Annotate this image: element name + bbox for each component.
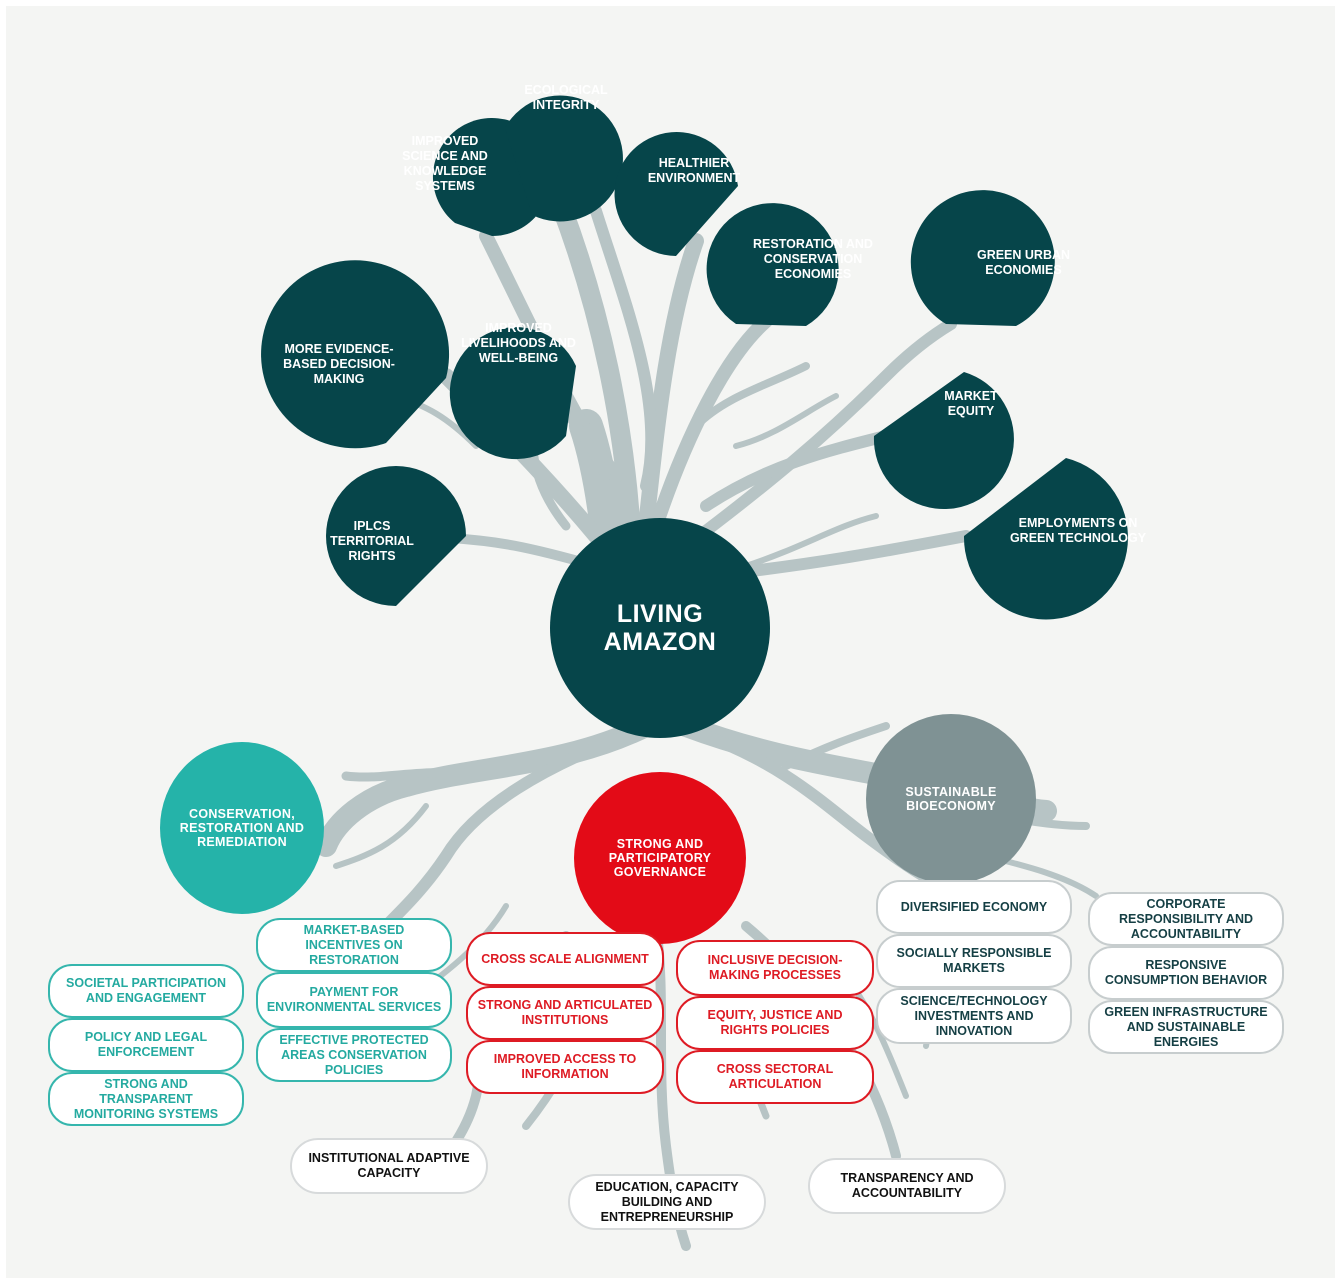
outcome-label-healthier-environment: HEALTHIER ENVIRONMENT — [647, 156, 741, 185]
outcome-label-restoration-economies: RESTORATION AND CONSERVATION ECONOMIES — [753, 236, 873, 281]
bioeconomy-item: DIVERSIFIED ECONOMY — [876, 880, 1072, 934]
enabler-item: TRANSPARENCY AND ACCOUNTABILITY — [808, 1158, 1006, 1214]
conservation-item: PAYMENT FOR ENVIRONMENTAL SERVICES — [256, 972, 452, 1028]
bioeconomy-item: SCIENCE/TECHNOLOGY INVESTMENTS AND INNOV… — [876, 988, 1072, 1044]
leaf-ecological-shape — [504, 95, 623, 222]
leaf-livelihoods-shape — [449, 327, 576, 460]
pillar-governance: STRONG AND PARTICIPATORY GOVERNANCE — [574, 772, 746, 944]
pillar-conservation: CONSERVATION, RESTORATION AND REMEDIATIO… — [160, 742, 324, 914]
governance-item: EQUITY, JUSTICE AND RIGHTS POLICIES — [676, 996, 874, 1050]
pillar-conservation-label: CONSERVATION, RESTORATION AND REMEDIATIO… — [179, 807, 305, 849]
pillar-bioeconomy: SUSTAINABLE BIOECONOMY — [866, 714, 1036, 884]
diagram-canvas: IMPROVED SCIENCE AND KNOWLEDGE SYSTEMS E… — [6, 6, 1335, 1278]
outcome-label-green-urban: GREEN URBAN ECONOMIES — [976, 248, 1071, 277]
leaf-urban-shape — [910, 190, 1055, 326]
conservation-item: POLICY AND LEGAL ENFORCEMENT — [48, 1018, 244, 1072]
enabler-item: INSTITUTIONAL ADAPTIVE CAPACITY — [290, 1138, 488, 1194]
enabler-item: EDUCATION, CAPACITY BUILDING AND ENTREPR… — [568, 1174, 766, 1230]
governance-item: INCLUSIVE DECISION-MAKING PROCESSES — [676, 940, 874, 996]
leaf-employment-shape — [963, 458, 1128, 620]
outcome-label-livelihoods: IMPROVED LIVELIHOODS AND WELL-BEING — [461, 321, 576, 365]
bioeconomy-item: RESPONSIVE CONSUMPTION BEHAVIOR — [1088, 946, 1284, 1000]
outcome-label-iplc-rights: IPLCs TERRITORIAL RIGHTS — [330, 518, 414, 563]
conservation-item: MARKET-BASED INCENTIVES ON RESTORATION — [256, 918, 452, 972]
conservation-item: SOCIETAL PARTICIPATION AND ENGAGEMENT — [48, 964, 244, 1018]
outcome-label-science: IMPROVED SCIENCE AND KNOWLEDGE SYSTEMS — [402, 134, 488, 193]
conservation-item: EFFECTIVE PROTECTED AREAS CONSERVATION P… — [256, 1028, 452, 1082]
bioeconomy-item: CORPORATE RESPONSIBILITY AND ACCOUNTABIL… — [1088, 892, 1284, 946]
leaf-health-shape — [614, 132, 738, 256]
bioeconomy-item: SOCIALLY RESPONSIBLE MARKETS — [876, 934, 1072, 988]
leaf-evidence-shape — [261, 260, 450, 449]
outcome-label-evidence-based: MORE EVIDENCE-BASED DECISION-MAKING — [283, 341, 395, 386]
leaf-shapes — [261, 95, 1128, 620]
hub-label-line1: LIVING — [616, 600, 704, 628]
outcome-label-green-technology: EMPLOYMENTS ON GREEN TECHNOLOGY — [1009, 516, 1147, 545]
pillar-governance-label: STRONG AND PARTICIPATORY GOVERNANCE — [608, 837, 712, 879]
leaf-iplc-shape — [326, 466, 466, 606]
leaf-equity-shape — [873, 372, 1014, 510]
governance-item: IMPROVED ACCESS TO INFORMATION — [466, 1040, 664, 1094]
governance-item: STRONG AND ARTICULATED INSTITUTIONS — [466, 986, 664, 1040]
outcome-label-market-equity: MARKET EQUITY — [944, 389, 998, 418]
governance-item: CROSS SCALE ALIGNMENT — [466, 932, 664, 986]
hub-label-line2: AMAZON — [603, 628, 717, 656]
pillar-bioeconomy-label: SUSTAINABLE BIOECONOMY — [905, 785, 997, 813]
outcome-label-ecological-integrity: ECOLOGICAL INTEGRITY — [524, 83, 608, 112]
conservation-item: STRONG AND TRANSPARENT MONITORING SYSTEM… — [48, 1072, 244, 1126]
leaf-restoration-shape — [706, 203, 839, 326]
governance-item: CROSS SECTORAL ARTICULATION — [676, 1050, 874, 1104]
bioeconomy-item: GREEN INFRASTRUCTURE AND SUSTAINABLE ENE… — [1088, 1000, 1284, 1054]
